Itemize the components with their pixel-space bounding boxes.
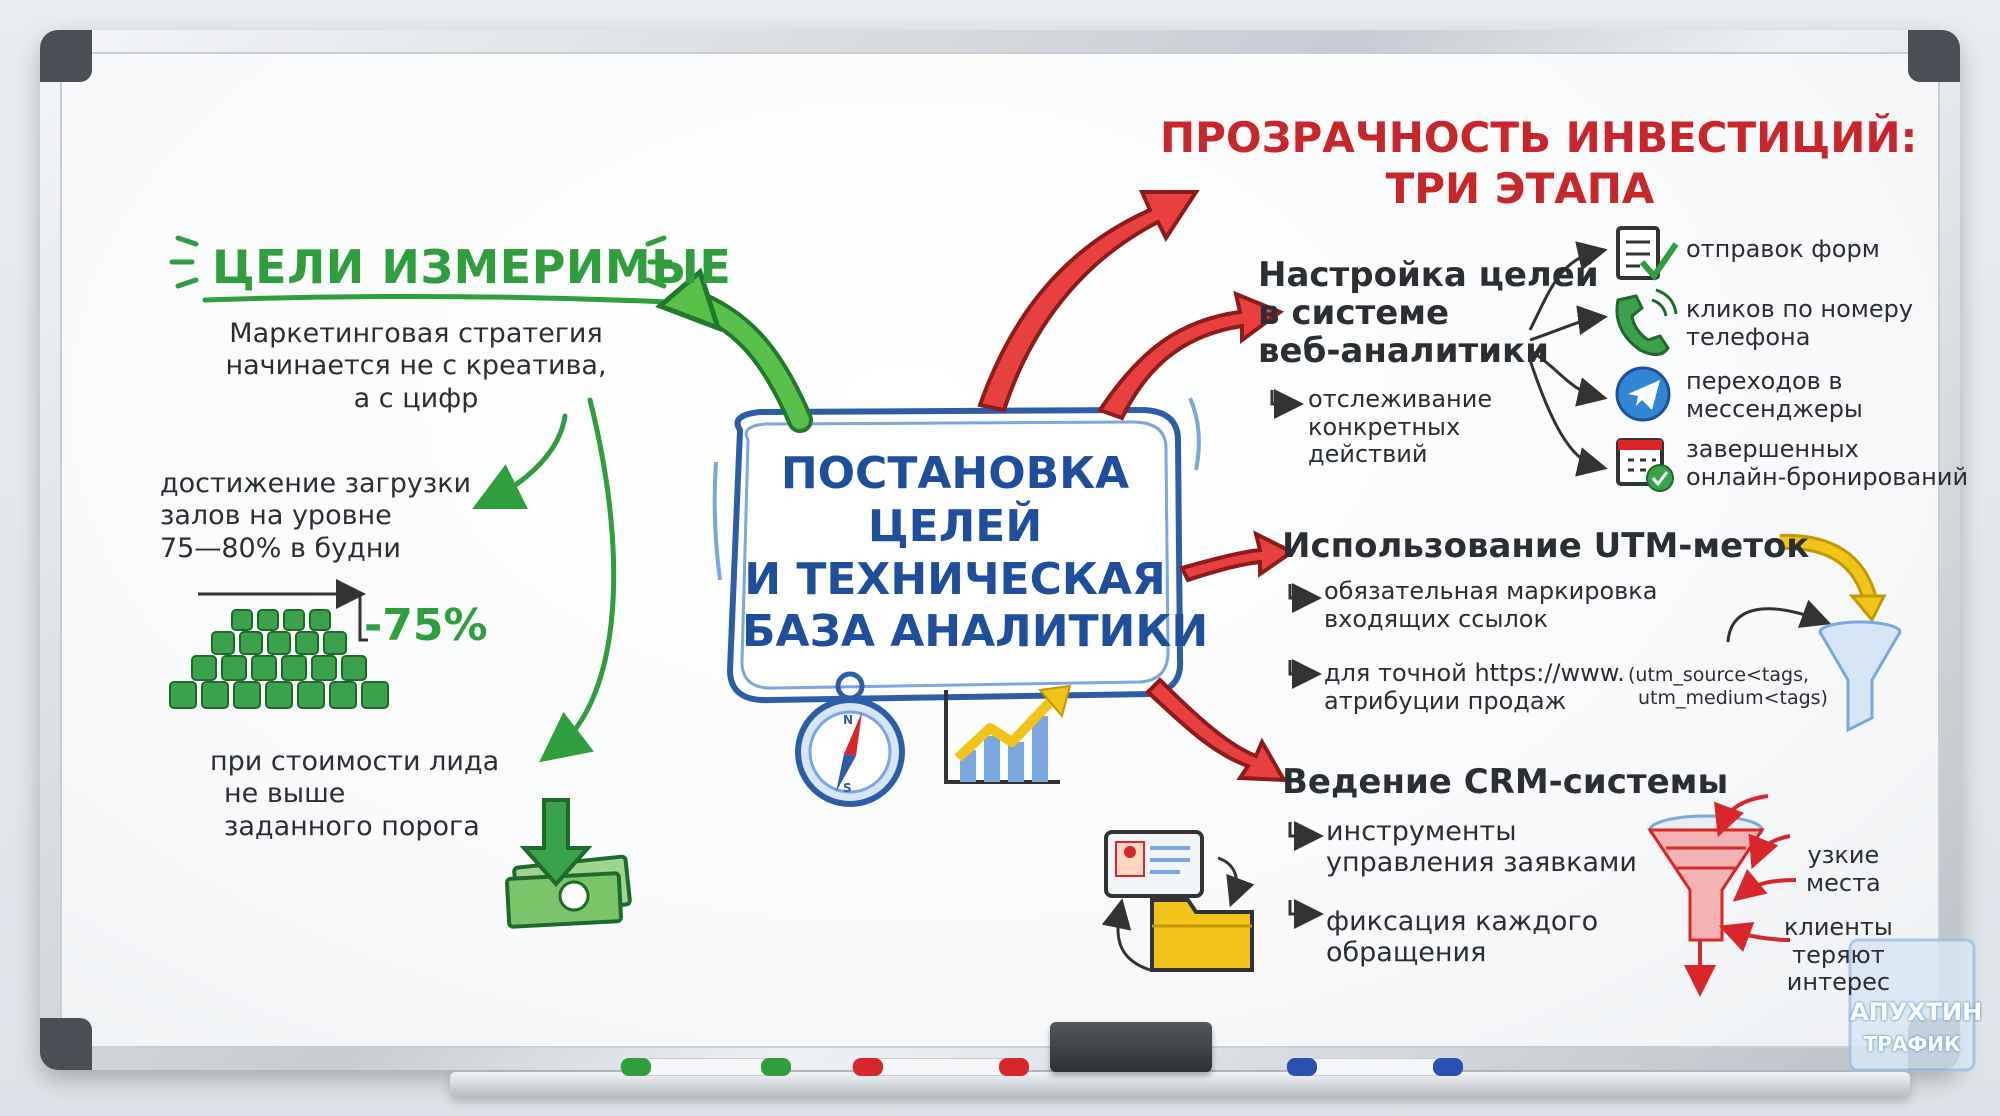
text-line: узкие bbox=[1806, 842, 1881, 870]
text-line: а с цифр bbox=[206, 383, 626, 415]
stage1-item-bookings: завершенных онлайн-бронирований bbox=[1686, 436, 1968, 491]
funnel-bottleneck-label: узкие места bbox=[1806, 842, 1881, 897]
text-line: интерес bbox=[1784, 969, 1893, 997]
text-line: кликов по номеру bbox=[1686, 296, 1913, 324]
text-line: переходов в bbox=[1686, 368, 1863, 396]
text-line: теряют bbox=[1784, 942, 1893, 970]
marker-cap bbox=[621, 1058, 651, 1076]
title-line: И ТЕХНИЧЕСКАЯ bbox=[742, 554, 1168, 607]
phone-icon bbox=[1617, 290, 1676, 355]
text-line: управления заявками bbox=[1326, 847, 1637, 878]
text-line: завершенных bbox=[1686, 436, 1968, 464]
text-line: обращения bbox=[1326, 937, 1598, 968]
goals-intro: Маркетинговая стратегия начинается не с … bbox=[206, 318, 626, 415]
marker-cap bbox=[853, 1058, 883, 1076]
text-line: действий bbox=[1308, 441, 1492, 469]
text-line: онлайн-бронирований bbox=[1686, 464, 1968, 492]
red-marker[interactable] bbox=[852, 1058, 1028, 1076]
text-line: Маркетинговая стратегия bbox=[206, 318, 626, 350]
text-line: конкретных bbox=[1308, 414, 1492, 442]
text-line: при стоимости лида bbox=[210, 746, 499, 778]
title-line: ЦЕЛЕЙ bbox=[742, 501, 1168, 554]
text-line: входящих ссылок bbox=[1324, 606, 1658, 634]
load-goal-text: достижение загрузки залов на уровне 75—8… bbox=[160, 468, 471, 565]
marker-cap bbox=[999, 1058, 1029, 1076]
text-line: заданного порога bbox=[210, 811, 499, 843]
stage1-item-messengers: переходов в мессенджеры bbox=[1686, 368, 1863, 423]
text-line: начинается не с креатива, bbox=[206, 350, 626, 382]
watermark-line1: АПУХТИН bbox=[1850, 998, 1974, 1027]
investments-title: ПРОЗРАЧНОСТЬ ИНВЕСТИЦИЙ: ТРИ ЭТАПА bbox=[1160, 112, 1880, 214]
text-line: обязательная маркировка bbox=[1324, 578, 1658, 606]
stage1-heading: Настройка целей в системе веб-аналитики bbox=[1258, 256, 1599, 370]
stage2-heading: Использование UTM-меток bbox=[1282, 526, 1809, 567]
title-line: ПОСТАНОВКА bbox=[742, 448, 1168, 501]
money-down-icon bbox=[507, 800, 630, 927]
stage3-sub1: инструменты управления заявками bbox=[1326, 816, 1637, 878]
svg-text:N: N bbox=[843, 713, 853, 727]
load-percent: -75% bbox=[364, 600, 488, 653]
text-line: веб-аналитики bbox=[1258, 332, 1599, 370]
text-line: фиксация каждого bbox=[1326, 906, 1598, 937]
text-line: мессенджеры bbox=[1686, 396, 1863, 424]
text-line: атрибуции продаж bbox=[1324, 688, 1625, 716]
utm-params: (utm_source<tags, utm_medium<tags) bbox=[1628, 664, 1828, 710]
text-line: в системе bbox=[1258, 294, 1599, 332]
title-line: БАЗА АНАЛИТИКИ bbox=[742, 606, 1168, 659]
form-check-icon bbox=[1618, 228, 1676, 278]
green-marker[interactable] bbox=[620, 1058, 790, 1076]
left-flow-arrows bbox=[490, 400, 614, 750]
title-line: ТРИ ЭТАПА bbox=[1160, 163, 1880, 214]
text-line: достижение загрузки bbox=[160, 468, 471, 500]
text-line: 75—80% в будни bbox=[160, 533, 471, 565]
stage1-item-phone: кликов по номеру телефона bbox=[1686, 296, 1913, 351]
growth-chart-icon bbox=[946, 686, 1070, 782]
marker-cap bbox=[761, 1058, 791, 1076]
stage1-subtext: отслеживание конкретных действий bbox=[1308, 386, 1492, 469]
watermark-line2: ТРАФИК bbox=[1850, 1032, 1974, 1056]
text-line: телефона bbox=[1686, 324, 1913, 352]
svg-text:S: S bbox=[843, 781, 852, 795]
marker-cap bbox=[1287, 1058, 1317, 1076]
funnel-lost-interest-label: клиенты теряют интерес bbox=[1784, 914, 1893, 997]
crm-card-folder-icon bbox=[1106, 832, 1252, 970]
text-line: отслеживание bbox=[1308, 386, 1492, 414]
text-line: не выше bbox=[210, 778, 499, 810]
blue-marker[interactable] bbox=[1286, 1058, 1462, 1076]
text-line: utm_medium<tags) bbox=[1628, 687, 1828, 710]
stage2-sub2: для точной https://www. атрибуции продаж bbox=[1324, 660, 1625, 715]
stage3-heading: Ведение CRM-системы bbox=[1282, 762, 1728, 803]
text-line: инструменты bbox=[1326, 816, 1637, 847]
text-line: (utm_source<tags, bbox=[1628, 664, 1828, 687]
stage2-sub1: обязательная маркировка входящих ссылок bbox=[1324, 578, 1658, 633]
text-line: для точной https://www. bbox=[1324, 660, 1625, 688]
text-line: Настройка целей bbox=[1258, 256, 1599, 294]
stage1-item-forms: отправок форм bbox=[1686, 236, 1880, 264]
stage3-sub2: фиксация каждого обращения bbox=[1326, 906, 1598, 968]
telegram-icon bbox=[1617, 368, 1669, 420]
eraser[interactable] bbox=[1050, 1022, 1212, 1072]
text-line: клиенты bbox=[1784, 914, 1893, 942]
theater-seats-icon bbox=[170, 610, 388, 708]
goals-title: ЦЕЛИ ИЗМЕРИМЫЕ bbox=[212, 240, 731, 295]
text-line: места bbox=[1806, 870, 1881, 898]
calendar-check-icon bbox=[1618, 440, 1673, 491]
lead-cost-text: при стоимости лида не выше заданного пор… bbox=[210, 746, 499, 843]
sales-funnel-icon bbox=[1650, 796, 1796, 985]
marker-cap bbox=[1433, 1058, 1463, 1076]
text-line: залов на уровне bbox=[160, 500, 471, 532]
title-line: ПРОЗРАЧНОСТЬ ИНВЕСТИЦИЙ: bbox=[1160, 112, 1880, 163]
central-title: ПОСТАНОВКА ЦЕЛЕЙ И ТЕХНИЧЕСКАЯ БАЗА АНАЛ… bbox=[742, 448, 1168, 659]
